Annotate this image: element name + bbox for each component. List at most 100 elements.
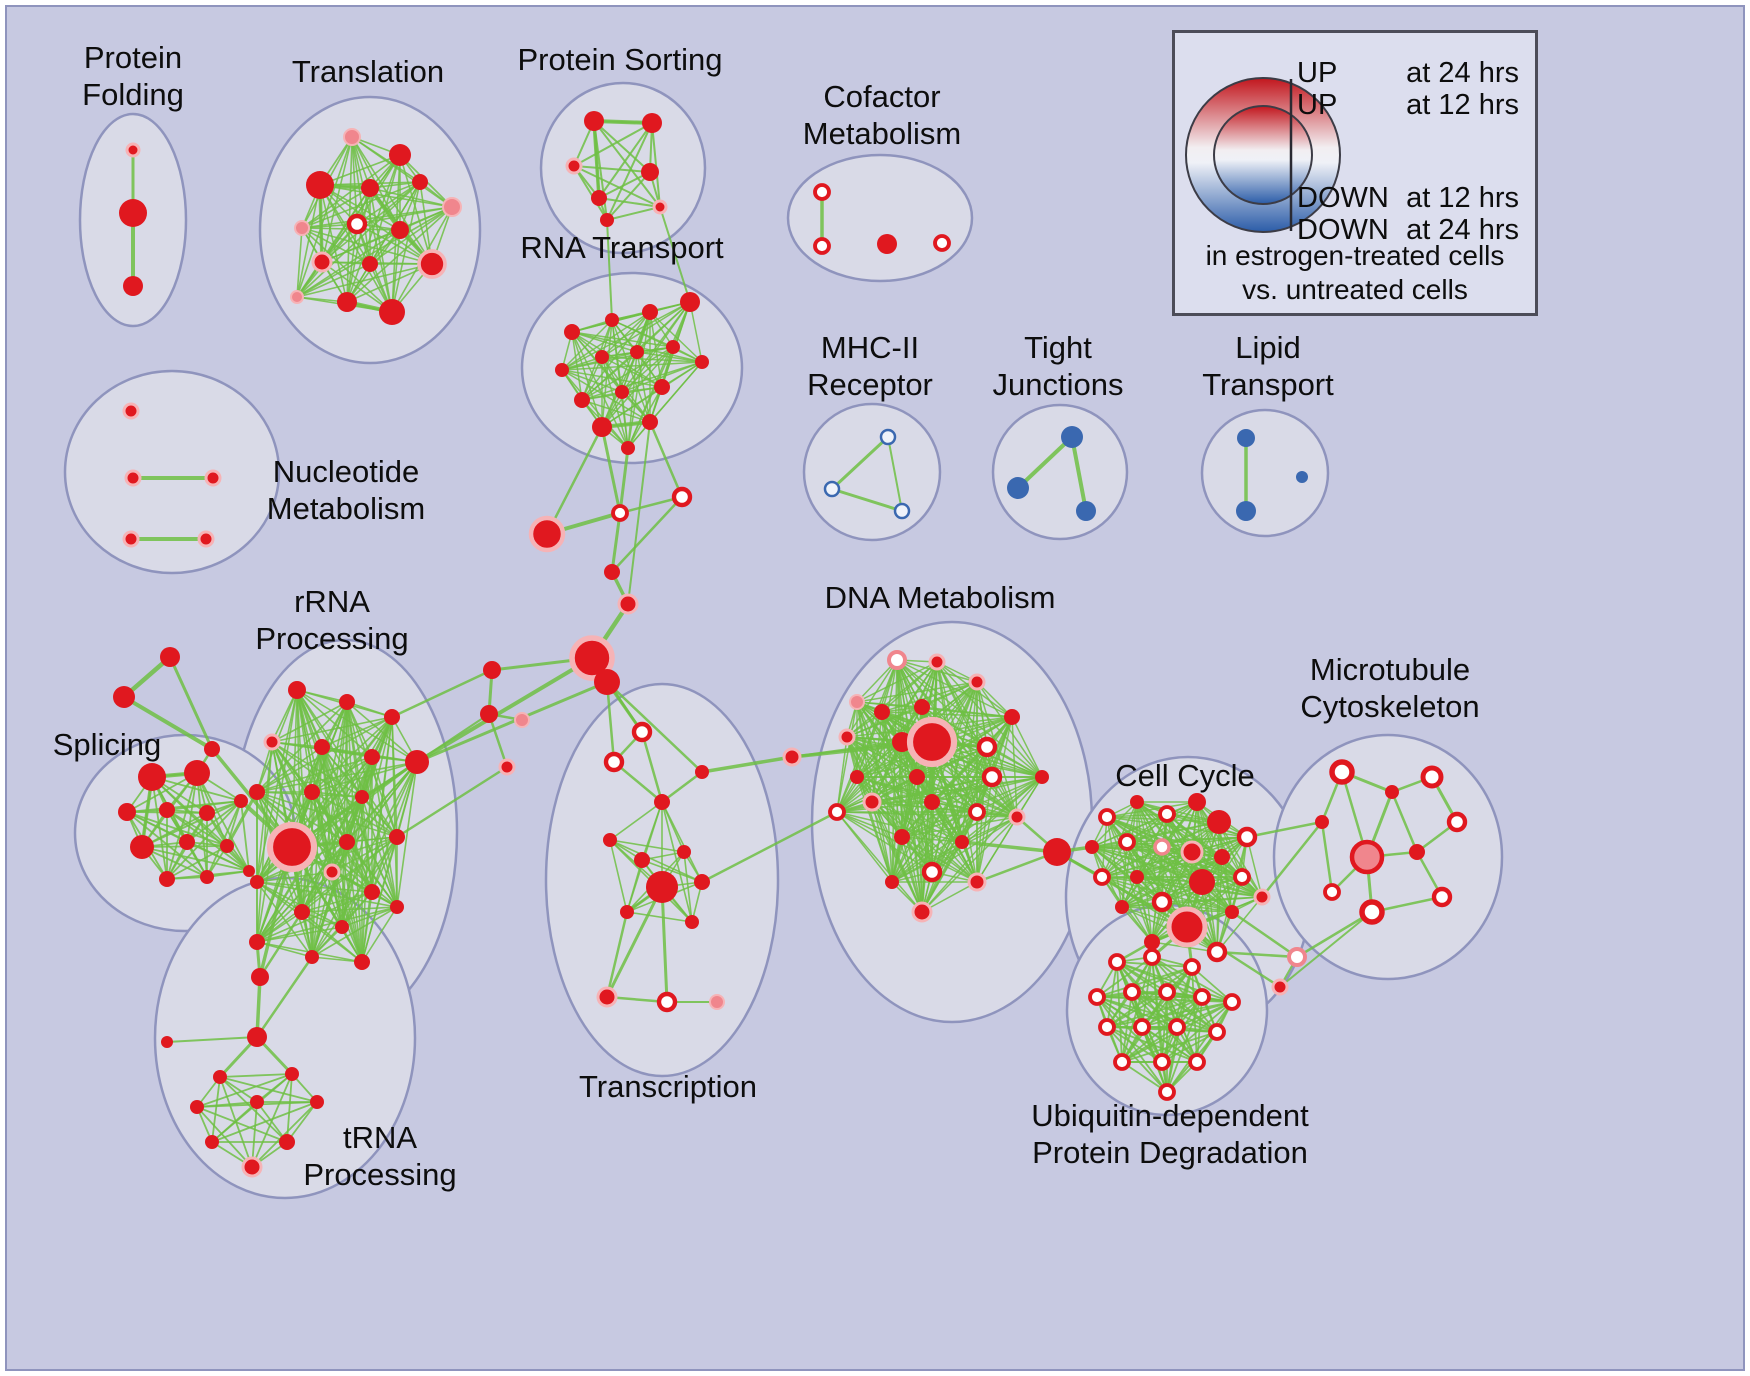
gene-node-rw	[1188, 1053, 1206, 1071]
edge	[618, 495, 684, 515]
edge	[141, 846, 250, 872]
edge	[836, 701, 858, 813]
edge	[573, 122, 653, 167]
edge	[598, 171, 651, 199]
edge	[321, 229, 401, 263]
edge	[871, 801, 963, 843]
edge	[561, 311, 651, 371]
edge	[168, 655, 214, 751]
inner-12h-circle	[1213, 105, 1313, 205]
legend-direction-up-24: UP	[1297, 57, 1338, 89]
edge	[901, 836, 923, 913]
edge	[836, 811, 933, 873]
edge	[271, 741, 373, 893]
gene-node-r	[924, 794, 940, 810]
gene-node-pr	[862, 792, 882, 812]
gene-node-rw	[1158, 805, 1176, 823]
edge	[311, 756, 373, 793]
cluster-label-tight-junctions: Tight	[1024, 330, 1092, 365]
edge	[700, 810, 839, 884]
edge	[166, 800, 242, 811]
gene-node-rw	[1323, 883, 1341, 901]
gene-node-r	[250, 1095, 264, 1109]
edge	[141, 800, 242, 848]
edge	[361, 796, 398, 908]
gene-node-r	[642, 304, 658, 320]
edge	[1121, 1026, 1178, 1063]
gene-node-r	[249, 934, 265, 950]
gene-node-rw	[1206, 941, 1228, 963]
gene-node-r	[304, 784, 320, 800]
edge	[976, 716, 1013, 883]
edge	[166, 845, 228, 880]
edge	[581, 311, 651, 401]
edge	[561, 301, 691, 371]
edge	[627, 421, 651, 605]
cluster-label-mhc-ii-receptor: MHC-II	[821, 330, 919, 365]
gene-node-bw	[823, 480, 841, 498]
edge	[255, 955, 314, 1039]
edge	[301, 796, 363, 913]
edge	[301, 227, 433, 265]
gene-node-pr	[1253, 888, 1271, 906]
edge	[891, 801, 933, 883]
gene-node-r	[199, 805, 215, 821]
edge	[601, 356, 629, 449]
edge	[871, 801, 978, 883]
edge	[1126, 821, 1220, 843]
edge	[921, 746, 988, 913]
gene-node-r	[877, 234, 897, 254]
edge	[331, 836, 398, 873]
gene-node-pr	[122, 402, 140, 420]
cluster-label-ubiquitin-degradation: Protein Degradation	[1032, 1135, 1308, 1170]
edge	[371, 836, 398, 893]
gene-node-rw	[1153, 1053, 1171, 1071]
edge	[351, 136, 393, 313]
edge	[901, 816, 1018, 838]
gene-node-r	[1189, 869, 1215, 895]
edge	[1106, 1001, 1233, 1028]
gene-node-pr	[528, 515, 566, 553]
up-down-gradient-glyph	[1185, 77, 1341, 233]
edge	[1011, 716, 1043, 778]
edge	[1279, 911, 1373, 988]
gene-node-pr	[197, 530, 215, 548]
edge	[186, 841, 250, 872]
gene-node-r	[390, 900, 404, 914]
edge	[856, 706, 923, 778]
edge	[1126, 801, 1198, 843]
edge	[573, 165, 661, 208]
edge	[916, 776, 923, 913]
edge	[399, 154, 433, 265]
edge	[598, 197, 661, 208]
edge	[901, 776, 993, 838]
edge	[225, 790, 259, 848]
gene-node-r	[592, 417, 612, 437]
legend-direction-down-24: DOWN	[1297, 214, 1389, 246]
edge	[1101, 876, 1263, 898]
edge	[311, 791, 363, 798]
edge	[1216, 836, 1248, 953]
gene-node-r	[159, 802, 175, 818]
edge	[351, 136, 453, 208]
edge	[415, 680, 609, 764]
gene-node-rw	[656, 991, 678, 1013]
edge	[219, 1076, 288, 1143]
edge	[311, 926, 343, 958]
edge	[986, 746, 1018, 818]
gene-node-r	[234, 794, 248, 808]
edge	[219, 1076, 258, 1103]
edge	[1101, 846, 1163, 878]
edge	[1070, 435, 1088, 513]
gene-node-pr	[498, 758, 516, 776]
edge	[626, 859, 643, 913]
gene-node-pr	[124, 469, 142, 487]
edge	[836, 811, 1018, 818]
edge	[836, 776, 993, 813]
edge	[256, 836, 398, 883]
edge	[601, 346, 674, 428]
edge	[1215, 950, 1299, 959]
gene-node-r	[885, 875, 899, 889]
cluster-mhc-ii-receptor	[802, 402, 942, 542]
